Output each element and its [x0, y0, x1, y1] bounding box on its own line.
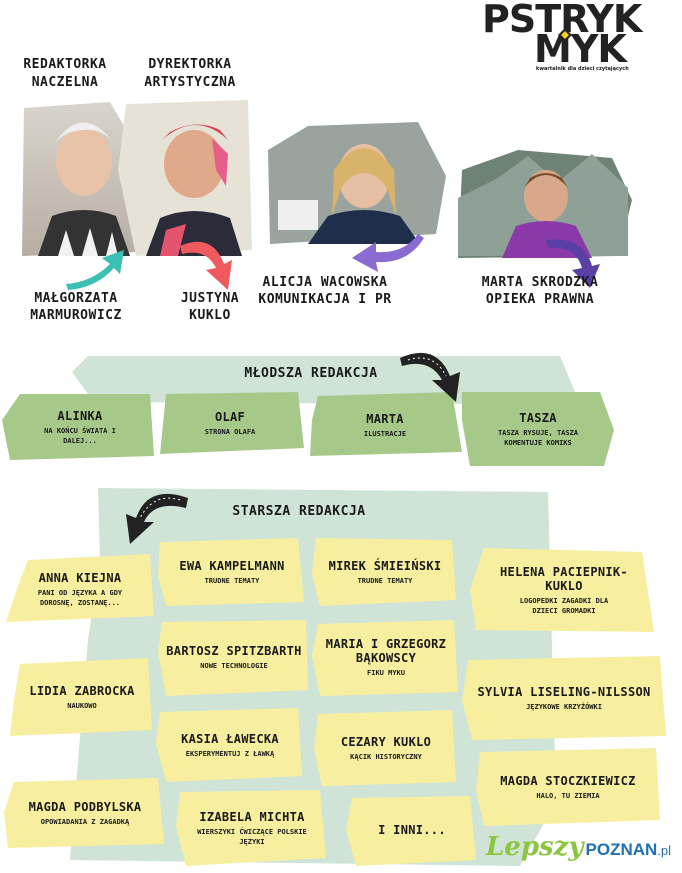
senior-card-kasia: KASIA ŁAWECKA EKSPERYMENTUJ Z ŁAWKĄ [158, 712, 302, 778]
logo: PSTRYK MYK kwartalnik dla dzieci czytają… [482, 0, 682, 80]
senior-card-bg-10 [314, 710, 456, 786]
card-subtitle: NOWE TECHNOLOGIE [200, 661, 268, 670]
senior-card-bg-7 [10, 658, 152, 736]
junior-card-bg-2 [160, 392, 304, 454]
card-name: OLAF [214, 409, 246, 424]
senior-card-stoczkiewicz: MAGDA STOCZKIEWICZ HALO, TU ZIEMIA [478, 752, 658, 822]
card-name: HELENA PACIEPNIK- KUKLO [500, 564, 628, 593]
card-subtitle: TRUDNE TEMATY [204, 576, 260, 585]
senior-card-anna-kiejna: ANNA KIEJNA PANI OD JĘZYKA A GDY DOROSNĘ… [10, 560, 150, 618]
senior-card-helena: HELENA PACIEPNIK- KUKLO LOGOPEDKI ZAGADK… [476, 552, 652, 628]
card-name: MARIA I GRZEGORZ BĄKOWSCY [325, 636, 447, 665]
junior-card-olaf: OLAF STRONA OLAFA [162, 396, 298, 450]
senior-card-bg-1 [6, 554, 154, 622]
card-name: SYLVIA LISELING-NILSSON [477, 684, 651, 699]
junior-card-bg-4 [462, 392, 614, 466]
name-malgorzata: MAŁGORZATA MARMUROWICZ [30, 291, 122, 323]
card-name: EWA KAMPELMANN [179, 558, 285, 573]
card-subtitle: NA KOŃCU ŚWIATA I DALEJ... [44, 426, 116, 445]
junior-card-marta: MARTA ILUSTRACJE [314, 398, 456, 452]
card-subtitle: JĘZYKOWE KRZYŻÓWKI [526, 702, 602, 711]
logo-line2: MYK [534, 27, 627, 71]
role-art-director: DYREKTORKA ARTYSTYCZNA [144, 57, 236, 90]
card-subtitle: STRONA OLAFA [204, 427, 256, 436]
senior-card-sylvia: SYLVIA LISELING-NILSSON JĘZYKOWE KRZYŻÓW… [466, 660, 662, 736]
junior-section-title: MŁODSZA REDAKCJA [244, 366, 378, 381]
card-subtitle: OPOWIADANIA Z ZAGADKĄ [40, 817, 130, 826]
card-subtitle: TRUDNE TEMATY [357, 576, 413, 585]
card-name: ANNA KIEJNA [38, 570, 122, 585]
card-subtitle: EKSPERYMENTUJ Z ŁAWKĄ [185, 749, 275, 758]
card-name: KASIA ŁAWECKA [181, 731, 279, 746]
card-subtitle: TASZA RYSUJE, TASZA KOMENTUJE KOMIKS [497, 428, 579, 447]
card-name: IZABELA MICHTA [199, 809, 305, 824]
card-name: I INNI... [378, 823, 446, 837]
card-name: MARTA [366, 411, 404, 426]
watermark-domain: .pl [657, 843, 672, 858]
card-name: LIDIA ZABROCKA [29, 683, 135, 698]
junior-card-tasza: TASZA TASZA RYSUJE, TASZA KOMENTUJE KOMI… [468, 396, 608, 462]
senior-card-bg-5 [158, 620, 308, 696]
card-name: MIREK ŚMIEIŃSKI [328, 558, 442, 573]
card-subtitle: ILUSTRACJE [363, 429, 407, 438]
senior-card-cezary: CEZARY KUKLO KĄCIK HISTORYCZNY [316, 714, 456, 782]
senior-card-bakowscy: MARIA I GRZEGORZ BĄKOWSCY FIKU MYKU [316, 622, 456, 692]
card-subtitle: HALO, TU ZIEMIA [536, 791, 600, 800]
senior-card-bg-14 [346, 796, 476, 866]
junior-card-bg-1 [2, 394, 154, 460]
black-arrow-right-icon [400, 352, 460, 402]
card-name: TASZA [519, 410, 557, 425]
name-alicja: ALICJA WACOWSKA KOMUNIKACJA I PR [258, 275, 392, 307]
watermark-poznan: POZNAN [585, 840, 658, 859]
senior-card-bg-8 [462, 656, 666, 740]
name-justyna: JUSTYNA KUKLO [180, 291, 240, 323]
card-subtitle: WIERSZYKI ĆWICZĄCE POLSKIE JĘZYKI [197, 827, 307, 846]
senior-card-bg-6 [312, 620, 458, 696]
teal-arrow-icon [66, 250, 124, 290]
senior-card-ewa-kampelmann: EWA KAMPELMANN TRUDNE TEMATY [162, 542, 302, 602]
name-marta: MARTA SKRODZKA OPIEKA PRAWNA [481, 275, 599, 307]
watermark: Lepszy POZNAN .pl [486, 832, 678, 866]
junior-band [72, 356, 590, 430]
black-arrow-left-icon [126, 493, 188, 544]
purple-arrow-icon [352, 234, 424, 272]
senior-card-bg-2 [158, 538, 304, 606]
watermark-lepszy: Lepszy [486, 832, 584, 862]
senior-card-bg-4 [470, 548, 654, 632]
photo-malgorzata [22, 102, 144, 256]
senior-card-mirek: MIREK ŚMIEIŃSKI TRUDNE TEMATY [314, 542, 456, 602]
junior-card-alinka: ALINKA NA KOŃCU ŚWIATA I DALEJ... [10, 398, 150, 456]
senior-card-izabela: IZABELA MICHTA WIERSZYKI ĆWICZĄCE POLSKI… [180, 794, 324, 862]
coral-arrow-icon [180, 241, 232, 290]
senior-card-bartosz: BARTOSZ SPITZBARTH NOWE TECHNOLOGIE [160, 624, 308, 690]
senior-card-bg-3 [312, 538, 456, 606]
senior-card-lidia: LIDIA ZABROCKA NAUKOWO [12, 662, 152, 732]
card-subtitle: LOGOPEDKI ZAGADKI DLA DZIECI GROMADKI [519, 596, 609, 615]
senior-section-title: STARSZA REDAKCJA [232, 504, 366, 519]
senior-card-podbylska: MAGDA PODBYLSKA OPOWIADANIA Z ZAGADKĄ [8, 782, 162, 844]
senior-card-bg-13 [176, 790, 326, 866]
photo-marta [458, 150, 632, 258]
card-subtitle: NAUKOWO [67, 701, 97, 710]
card-subtitle: PANI OD JĘZYKA A GDY DOROSNĘ, ZOSTANĘ... [37, 588, 123, 607]
card-name: ALINKA [57, 408, 103, 423]
senior-card-i-inni: I INNI... [350, 798, 474, 862]
logo-diamond-icon [558, 28, 572, 42]
photo-alicja [268, 122, 446, 244]
role-editor-in-chief: REDAKTORKA NACZELNA [23, 57, 107, 90]
senior-card-bg-9 [156, 708, 302, 782]
card-name: MAGDA STOCZKIEWICZ [500, 773, 636, 788]
card-name: BARTOSZ SPITZBARTH [166, 643, 302, 658]
card-name: MAGDA PODBYLSKA [28, 799, 142, 814]
photo-justyna [118, 100, 252, 256]
senior-card-bg-11 [476, 748, 660, 826]
card-subtitle: FIKU MYKU [367, 668, 405, 677]
logo-tagline: kwartalnik dla dzieci czytających [536, 66, 629, 72]
junior-card-bg-3 [310, 392, 462, 456]
senior-card-bg-12 [4, 778, 164, 848]
violet-arrow-icon [546, 239, 600, 288]
card-subtitle: KĄCIK HISTORYCZNY [350, 752, 422, 761]
card-name: CEZARY KUKLO [340, 734, 432, 749]
